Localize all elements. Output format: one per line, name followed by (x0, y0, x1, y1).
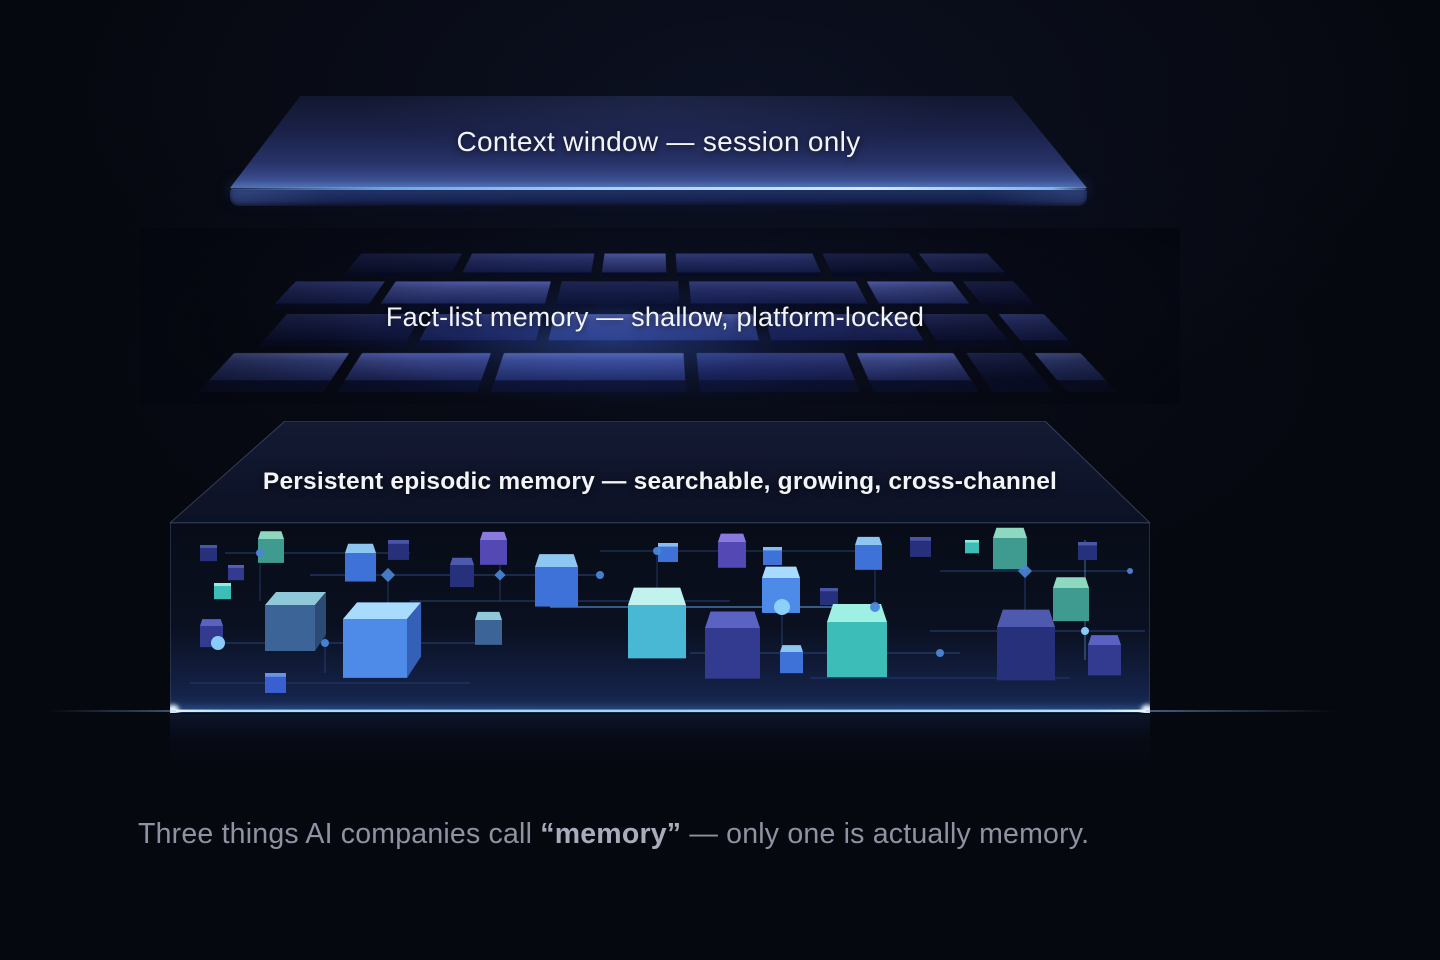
caption-highlight: “memory” (540, 818, 682, 850)
memory-cube (200, 545, 217, 562)
memory-cube (1078, 542, 1097, 561)
network-node (596, 571, 604, 579)
memory-cube (343, 602, 422, 678)
memory-cube (214, 583, 231, 600)
network-node (256, 549, 264, 557)
memory-cube (855, 536, 882, 570)
network-node (1127, 568, 1133, 574)
network-node (1017, 563, 1033, 579)
memory-cube (535, 554, 578, 607)
corner-glow-left (170, 704, 179, 713)
context-window-label: Context window — session only (456, 126, 861, 157)
memory-cube (705, 611, 760, 679)
memory-cube (780, 645, 803, 674)
tile-edge-fade (140, 228, 1180, 404)
memory-cube (345, 543, 376, 582)
memory-cube (910, 537, 931, 557)
episodic-memory-label: Persistent episodic memory — searchable,… (262, 468, 1058, 495)
corner-glow-right (1141, 704, 1150, 713)
memory-cube (258, 531, 284, 563)
memory-cube (820, 588, 838, 606)
floor-reflection (170, 714, 1150, 772)
memory-cube (993, 527, 1027, 570)
network-node (870, 602, 880, 612)
memory-cube (718, 533, 746, 568)
network-node (936, 649, 944, 657)
memory-cube (1053, 577, 1089, 622)
floor-streak-left (48, 710, 176, 712)
context-window-slab (230, 96, 1087, 188)
caption-suffix: — only one is actually memory. (681, 818, 1090, 850)
slab-side-face (230, 189, 1087, 206)
network-node (380, 567, 396, 583)
caption-prefix: Three things AI companies call (138, 818, 541, 850)
box-top-face (170, 421, 1150, 524)
memory-cube (997, 609, 1055, 681)
memory-cube (480, 531, 507, 565)
network-node (211, 636, 225, 650)
memory-cube (228, 565, 244, 581)
tile-center-glow (330, 278, 890, 406)
network-node (321, 639, 329, 647)
network-node (774, 599, 790, 615)
network-node (653, 547, 661, 555)
floor-streak-right (1146, 710, 1336, 712)
memory-cube (628, 587, 686, 659)
memory-cube (265, 673, 286, 693)
memory-cube (827, 604, 887, 678)
memory-cube (763, 547, 782, 566)
fact-list-label: Fact-list memory — shallow, platform-loc… (385, 302, 925, 332)
memory-cube (200, 619, 223, 648)
memory-cube (1088, 635, 1121, 676)
memory-cube (658, 543, 678, 562)
episodic-box-graphic (170, 421, 1150, 713)
memory-cube (388, 540, 409, 560)
memory-cube (265, 592, 326, 651)
network-node (1081, 627, 1089, 635)
box-glow-edge (170, 709, 1150, 712)
slab-glow-edge (231, 187, 1086, 190)
memory-cube (965, 540, 979, 554)
memory-cube (475, 611, 502, 645)
memory-network (190, 527, 1145, 693)
memory-cube (450, 557, 474, 588)
caption: Three things AI companies call “memory” … (138, 818, 1338, 851)
